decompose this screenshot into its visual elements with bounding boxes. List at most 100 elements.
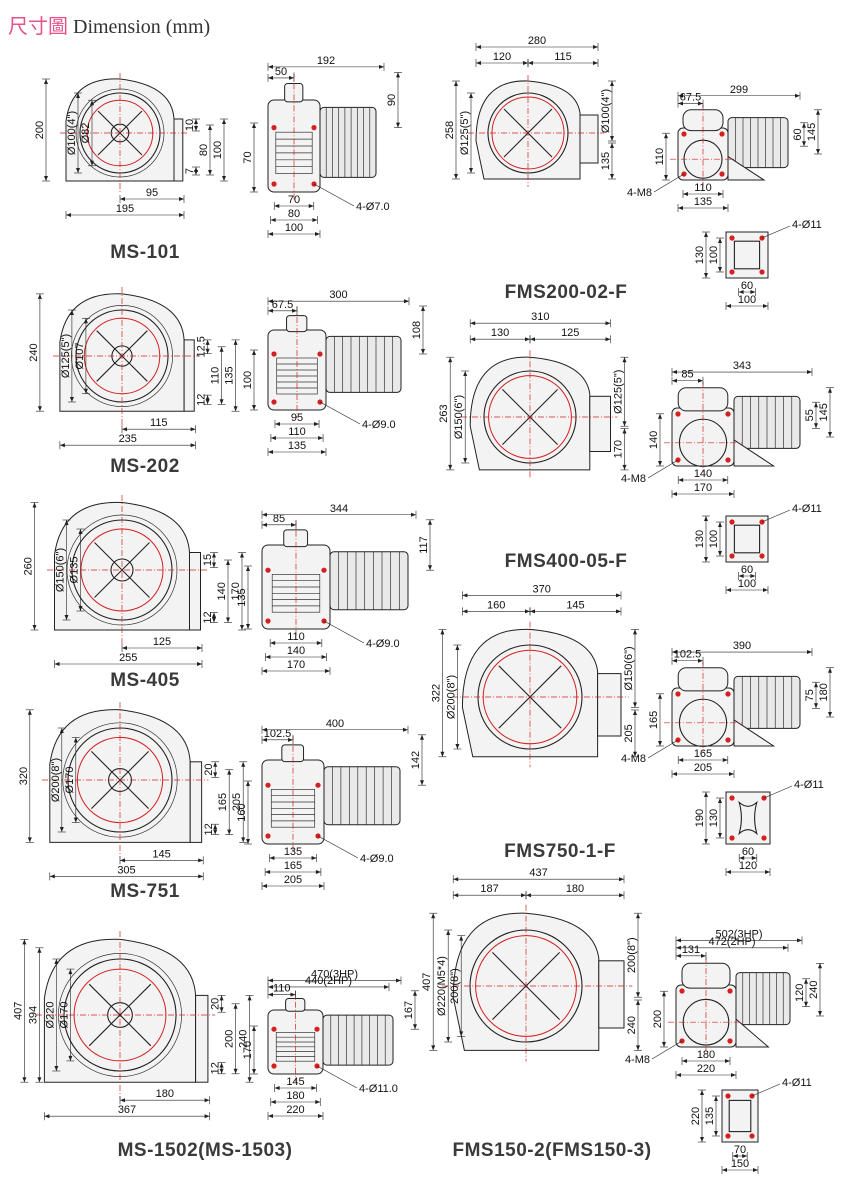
top-height: 117 <box>418 536 430 554</box>
foot-distance: 165 <box>694 748 712 760</box>
outlet-height: 205 <box>623 724 635 742</box>
foot-distance: 110 <box>694 182 712 194</box>
mounting-hole <box>729 235 735 241</box>
mounting-hole <box>271 399 277 405</box>
top-height: 108 <box>411 321 423 339</box>
total-height: 145 <box>818 403 830 421</box>
model-label: MS-1502(MS-1503) <box>118 1140 293 1161</box>
motor-height: 55 <box>804 409 816 421</box>
mounting-hole <box>315 782 321 788</box>
total-length: 299 <box>730 84 748 96</box>
motor-icon <box>319 106 377 178</box>
side-height: 165 <box>648 711 660 729</box>
mounting-hole <box>727 988 733 994</box>
mounting-hole <box>271 1063 277 1069</box>
inlet-diameter: Ø200(8") <box>50 758 62 802</box>
side-height: 170 <box>242 1041 254 1059</box>
housing-height-2: 394 <box>27 1006 39 1024</box>
foot-width: 140 <box>287 645 305 657</box>
right-offset: 180 <box>566 883 584 895</box>
mounting-hole <box>727 1038 733 1044</box>
flange-height: 220 <box>690 1107 702 1125</box>
flange-holes-label: 4-Ø11 <box>792 503 822 515</box>
housing-height: 240 <box>28 343 40 361</box>
model-label: FMS200-02-F <box>505 282 628 303</box>
mounting-hole <box>759 269 765 275</box>
left-offset: 130 <box>491 327 509 339</box>
side-height: 160 <box>236 803 248 821</box>
outlet-distance: 67.5 <box>272 299 293 311</box>
mounting-hole <box>681 131 687 137</box>
outlet-pipe <box>597 673 622 737</box>
mounting-hole <box>729 269 735 275</box>
mounting-hole <box>759 553 765 559</box>
housing-total-width: 437 <box>529 867 547 879</box>
outlet-offset: 15 <box>202 554 214 566</box>
mounting-hole <box>675 691 681 697</box>
side-height: 140 <box>648 431 660 449</box>
mounting-hole <box>725 457 731 463</box>
outlet-lip: 12 <box>203 823 215 835</box>
mounting-hole <box>719 171 725 177</box>
housing-height: 407 <box>421 973 433 991</box>
flange-hole-height: 130 <box>708 809 720 827</box>
outlet-outer: 240 <box>238 1030 250 1048</box>
flange-holes-label: 4-Ø11 <box>782 1077 812 1089</box>
outlet-distance: 85 <box>273 513 285 525</box>
title-english: Dimension (mm) <box>73 16 211 38</box>
outlet-diameter: Ø100(4") <box>600 89 612 133</box>
mounting-hole <box>271 125 277 131</box>
housing-width: 195 <box>116 203 134 215</box>
outlet-distance: 67.5 <box>680 92 701 104</box>
side-height: 110 <box>654 148 666 166</box>
flange-height: 190 <box>694 809 706 827</box>
housing-width: 235 <box>119 433 137 445</box>
flange-hole-height: 100 <box>708 530 720 548</box>
total-length: 400 <box>326 718 344 730</box>
outlet-pipe <box>598 960 625 1029</box>
mounting-hole <box>271 1026 277 1032</box>
base-width: 205 <box>694 762 712 774</box>
mounting-hole <box>749 1133 755 1139</box>
outlet-flange <box>189 761 203 843</box>
model-label: MS-202 <box>110 456 180 477</box>
base-width: 100 <box>285 222 303 234</box>
model-label: FMS400-05-F <box>505 551 628 572</box>
left-offset: 120 <box>493 51 511 63</box>
base-width: 135 <box>694 196 712 208</box>
outlet-distance: 50 <box>275 66 287 78</box>
mounting-hole <box>265 833 271 839</box>
mounting-hole <box>311 125 317 131</box>
outlet-lip: 12 <box>196 394 208 406</box>
side-height: 135 <box>236 588 248 606</box>
mounting-holes-label: 4-Ø9.0 <box>362 419 396 431</box>
motor-icon <box>322 1014 394 1066</box>
mounting-hole <box>317 351 323 357</box>
outlet-outer: 205 <box>231 793 243 811</box>
outlet-inner: 140 <box>216 582 228 600</box>
inlet-diameter: Ø150(6") <box>453 395 465 439</box>
total-height: 145 <box>806 123 818 141</box>
foot-width: 80 <box>288 208 300 220</box>
total-length: 344 <box>330 503 348 515</box>
mounting-hole <box>314 1026 320 1032</box>
total-height: 240 <box>808 980 820 998</box>
outlet-offset: 12.5 <box>196 336 208 357</box>
left-offset: 160 <box>487 599 505 611</box>
flange-width: 100 <box>738 294 756 306</box>
mounting-hole <box>719 131 725 137</box>
inner-diameter: Ø107 <box>74 343 86 370</box>
